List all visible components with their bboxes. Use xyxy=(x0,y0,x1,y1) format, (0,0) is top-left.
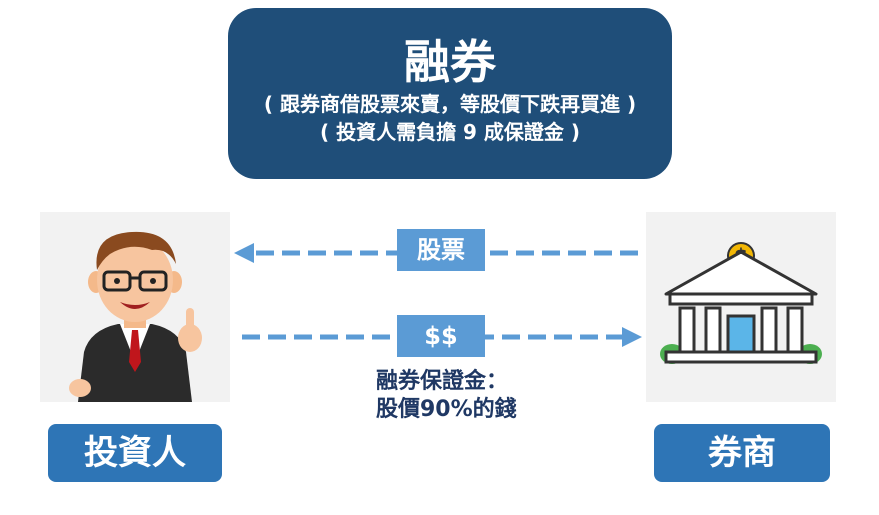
bank-illustration: $ xyxy=(646,212,836,402)
money-label: $$ xyxy=(397,315,485,357)
title-subtitle-1: ( 跟券商借股票來賣，等股價下跌再買進 ) xyxy=(263,92,637,116)
businessman-icon xyxy=(69,231,202,402)
investor-illustration xyxy=(40,212,230,402)
margin-note: 融券保證金： 股價90%的錢 xyxy=(376,368,576,424)
title-main: 融券 xyxy=(404,35,496,89)
title-box: 融券 ( 跟券商借股票來賣，等股價下跌再買進 ) ( 投資人需負擔 9 成保證金… xyxy=(228,8,672,179)
margin-note-line-1: 融券保證金： xyxy=(376,369,509,394)
investor-label: 投資人 xyxy=(48,424,222,482)
bank-icon: $ xyxy=(660,242,822,364)
broker-label: 券商 xyxy=(654,424,830,482)
margin-note-line-2: 股價90%的錢 xyxy=(376,397,517,422)
title-subtitle-2: ( 投資人需負擔 9 成保證金 ) xyxy=(319,120,581,144)
stock-label: 股票 xyxy=(397,229,485,271)
